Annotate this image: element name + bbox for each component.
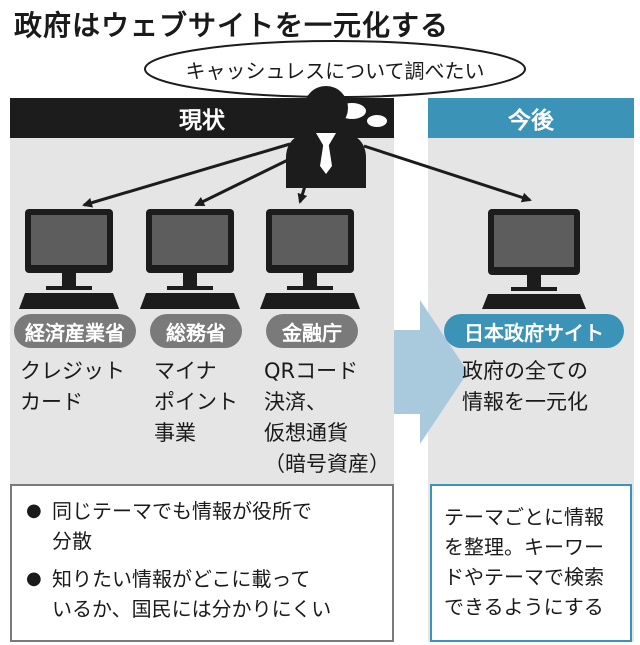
computer-monitor-icon [140,209,240,309]
arrow-to-gov-site [363,144,532,203]
desc-mic: マイナ ポイント 事業 [154,359,238,445]
benefit-text: テーマごとに情報 を整理。キーワー ドやテーマで検索 できるようにする [444,505,604,619]
arrow-to-fsa [297,169,312,204]
benefit-box: テーマごとに情報 を整理。キーワー ドやテーマで検索 できるようにする [430,484,632,642]
problem-item: ● 知りたい情報がどこに載って いるか、国民には分かりにくい [26,564,331,624]
thought-bubble-text: キャッシュレスについて調べたい [185,58,485,83]
person-icon [286,86,366,188]
bullet-icon: ● [26,500,42,521]
arrow-to-meti [82,142,291,208]
bullet-icon: ● [26,568,42,589]
badge-fsa: 金融庁 [266,314,358,348]
computer-monitor-icon [260,209,360,309]
problem-item: ● 同じテーマでも情報が役所で 分散 [26,496,312,556]
desc-meti: クレジット カード [20,359,125,414]
arrows [82,142,532,208]
transition-arrow-icon [394,300,468,444]
badge-gov-site: 日本政府サイト [444,314,624,348]
desc-fsa: QRコード 決済、 仮想通貨 （暗号資産） [264,359,390,476]
badge-meti: 経済産業省 [14,314,136,348]
desc-gov-site: 政府の全ての 情報を一元化 [462,359,588,414]
badge-mic: 総務省 [150,314,242,348]
arrow-to-mic [194,154,297,207]
computer-monitor-icon [19,209,119,309]
diagram-title: 政府はウェブサイトを一元化する [14,9,450,42]
computer-monitor-icon [482,209,586,309]
future-header: 今後 [428,98,634,138]
problems-box: ● 同じテーマでも情報が役所で 分散 ● 知りたい情報がどこに載って いるか、国… [10,484,394,642]
